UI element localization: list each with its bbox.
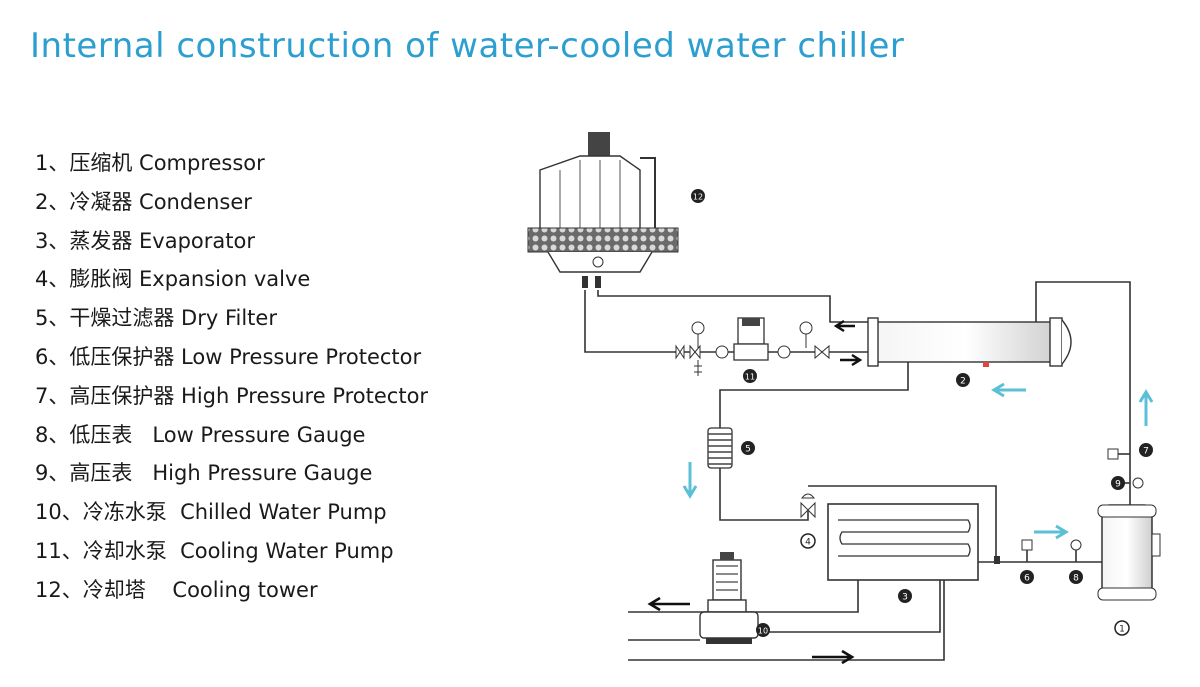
svg-text:10: 10: [758, 627, 768, 636]
svg-text:1: 1: [1119, 625, 1125, 635]
legend-item-chilled-water-pump: 10、冷冻水泵 Chilled Water Pump: [35, 500, 387, 525]
marker-dry-filter: 5: [741, 441, 755, 455]
svg-text:9: 9: [1115, 480, 1121, 490]
marker-high-pressure-gauge: 9: [1111, 476, 1125, 490]
chilled-water-pump: [699, 552, 759, 644]
low-pressure-protector: [1021, 539, 1033, 551]
svg-text:4: 4: [805, 538, 811, 548]
marker-cooling-water-pump: 11: [743, 369, 757, 383]
svg-text:6: 6: [1024, 574, 1030, 584]
svg-text:11: 11: [745, 373, 755, 382]
marker-high-pressure-protector: 7: [1139, 443, 1153, 457]
low-pressure-gauge: [1070, 539, 1082, 551]
marker-low-pressure-gauge: 8: [1069, 570, 1083, 584]
marker-condenser: 2: [956, 373, 970, 387]
high-pressure-protector: [1107, 448, 1119, 460]
component-markers: 12 11 2 5 4 3 6 8: [691, 189, 1153, 637]
marker-low-pressure-protector: 6: [1020, 570, 1034, 584]
expansion-valve: [800, 493, 816, 519]
legend-item-condenser: 2、冷凝器 Condenser: [35, 189, 252, 214]
marker-expansion-valve: 4: [800, 533, 816, 549]
cooling-water-pump: [675, 317, 830, 376]
legend-item-cooling-tower: 12、冷却塔 Cooling tower: [35, 577, 318, 602]
svg-text:8: 8: [1073, 574, 1079, 584]
high-pressure-gauge: [1132, 477, 1144, 489]
legend-item-high-pressure-protector: 7、高压保护器 High Pressure Protector: [35, 383, 429, 408]
flow-arrows: [647, 319, 1154, 665]
condenser: [867, 317, 1072, 367]
legend-item-low-pressure-gauge: 8、低压表 Low Pressure Gauge: [35, 422, 366, 447]
legend-item-low-pressure-protector: 6、低压保护器 Low Pressure Protector: [35, 344, 422, 369]
compressor: [1097, 504, 1161, 601]
diagram-title: Internal construction of water-cooled wa…: [30, 26, 905, 66]
svg-text:3: 3: [902, 593, 908, 603]
evaporator: [827, 503, 1000, 581]
marker-evaporator: 3: [898, 589, 912, 603]
marker-chilled-water-pump: 10: [756, 623, 770, 637]
marker-cooling-tower: 12: [691, 189, 705, 203]
svg-text:7: 7: [1143, 447, 1149, 457]
component-legend: 1、压缩机 Compressor 2、冷凝器 Condenser 3、蒸发器 E…: [35, 148, 428, 614]
legend-item-cooling-water-pump: 11、冷却水泵 Cooling Water Pump: [35, 538, 394, 563]
cooling-tower: [527, 132, 679, 288]
dry-filter: [707, 427, 733, 469]
legend-item-evaporator: 3、蒸发器 Evaporator: [35, 228, 255, 253]
legend-item-dry-filter: 5、干燥过滤器 Dry Filter: [35, 306, 277, 331]
legend-item-compressor: 1、压缩机 Compressor: [35, 151, 265, 175]
svg-text:5: 5: [745, 445, 751, 455]
legend-item-expansion-valve: 4、膨胀阀 Expansion valve: [35, 267, 311, 292]
svg-text:2: 2: [960, 377, 966, 387]
pipe-network: [584, 281, 1131, 661]
svg-text:12: 12: [693, 193, 703, 202]
legend-item-high-pressure-gauge: 9、高压表 High Pressure Gauge: [35, 461, 373, 486]
marker-compressor: 1: [1114, 620, 1130, 636]
